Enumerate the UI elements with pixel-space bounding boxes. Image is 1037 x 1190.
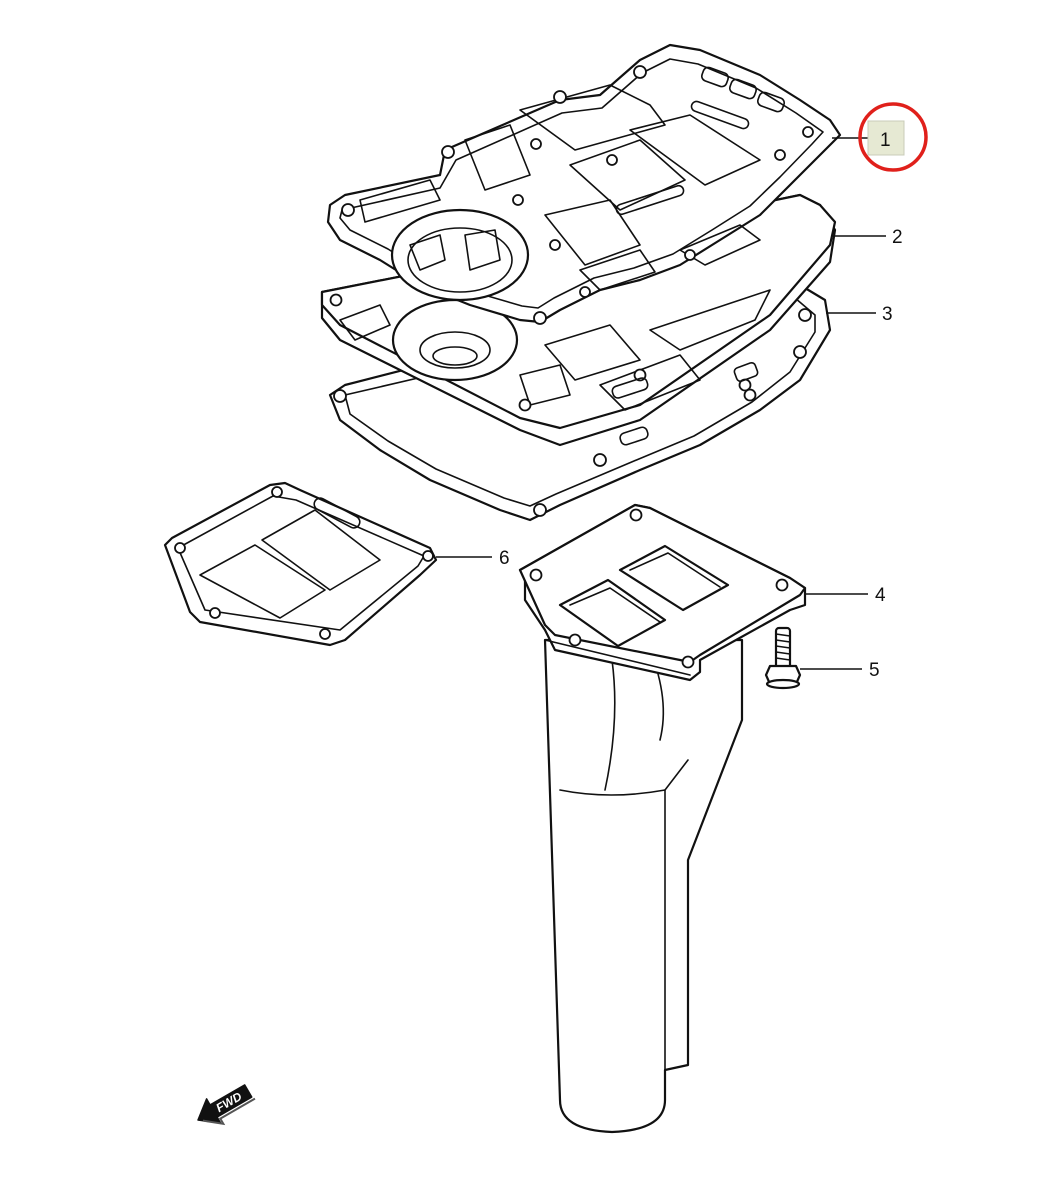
part-6-tube-gasket[interactable] xyxy=(163,481,438,647)
part-2-holder-plate[interactable] xyxy=(320,193,837,447)
bolt-hole xyxy=(533,503,547,517)
forward-direction-arrow-icon: FWD xyxy=(197,1084,256,1126)
part-5-bolt[interactable] xyxy=(764,626,802,690)
callout-3[interactable]: 3 xyxy=(826,304,893,325)
highlight-circle xyxy=(858,102,928,172)
bolt-hole xyxy=(798,308,812,322)
callout-5-label: 5 xyxy=(869,660,880,681)
callout-6[interactable]: 6 xyxy=(436,548,510,569)
bolt-hole xyxy=(793,345,807,359)
bolt-hole xyxy=(333,389,347,403)
callout-5[interactable]: 5 xyxy=(800,660,880,681)
callout-4-label: 4 xyxy=(875,585,886,606)
callout-1-box xyxy=(867,120,905,156)
callout-3-label: 3 xyxy=(882,304,893,325)
round-opening xyxy=(390,208,530,302)
callout-2-label: 2 xyxy=(892,227,903,248)
callout-1-label: 1 xyxy=(880,130,891,151)
part-4-exhaust-tube[interactable] xyxy=(518,503,807,1134)
callout-1[interactable]: 1 xyxy=(832,102,928,172)
callout-6-label: 6 xyxy=(499,548,510,569)
callout-4[interactable]: 4 xyxy=(806,585,886,606)
callout-2[interactable]: 2 xyxy=(833,227,903,248)
bolt-hole xyxy=(593,453,607,467)
part-1-upper-gasket[interactable] xyxy=(326,43,842,325)
